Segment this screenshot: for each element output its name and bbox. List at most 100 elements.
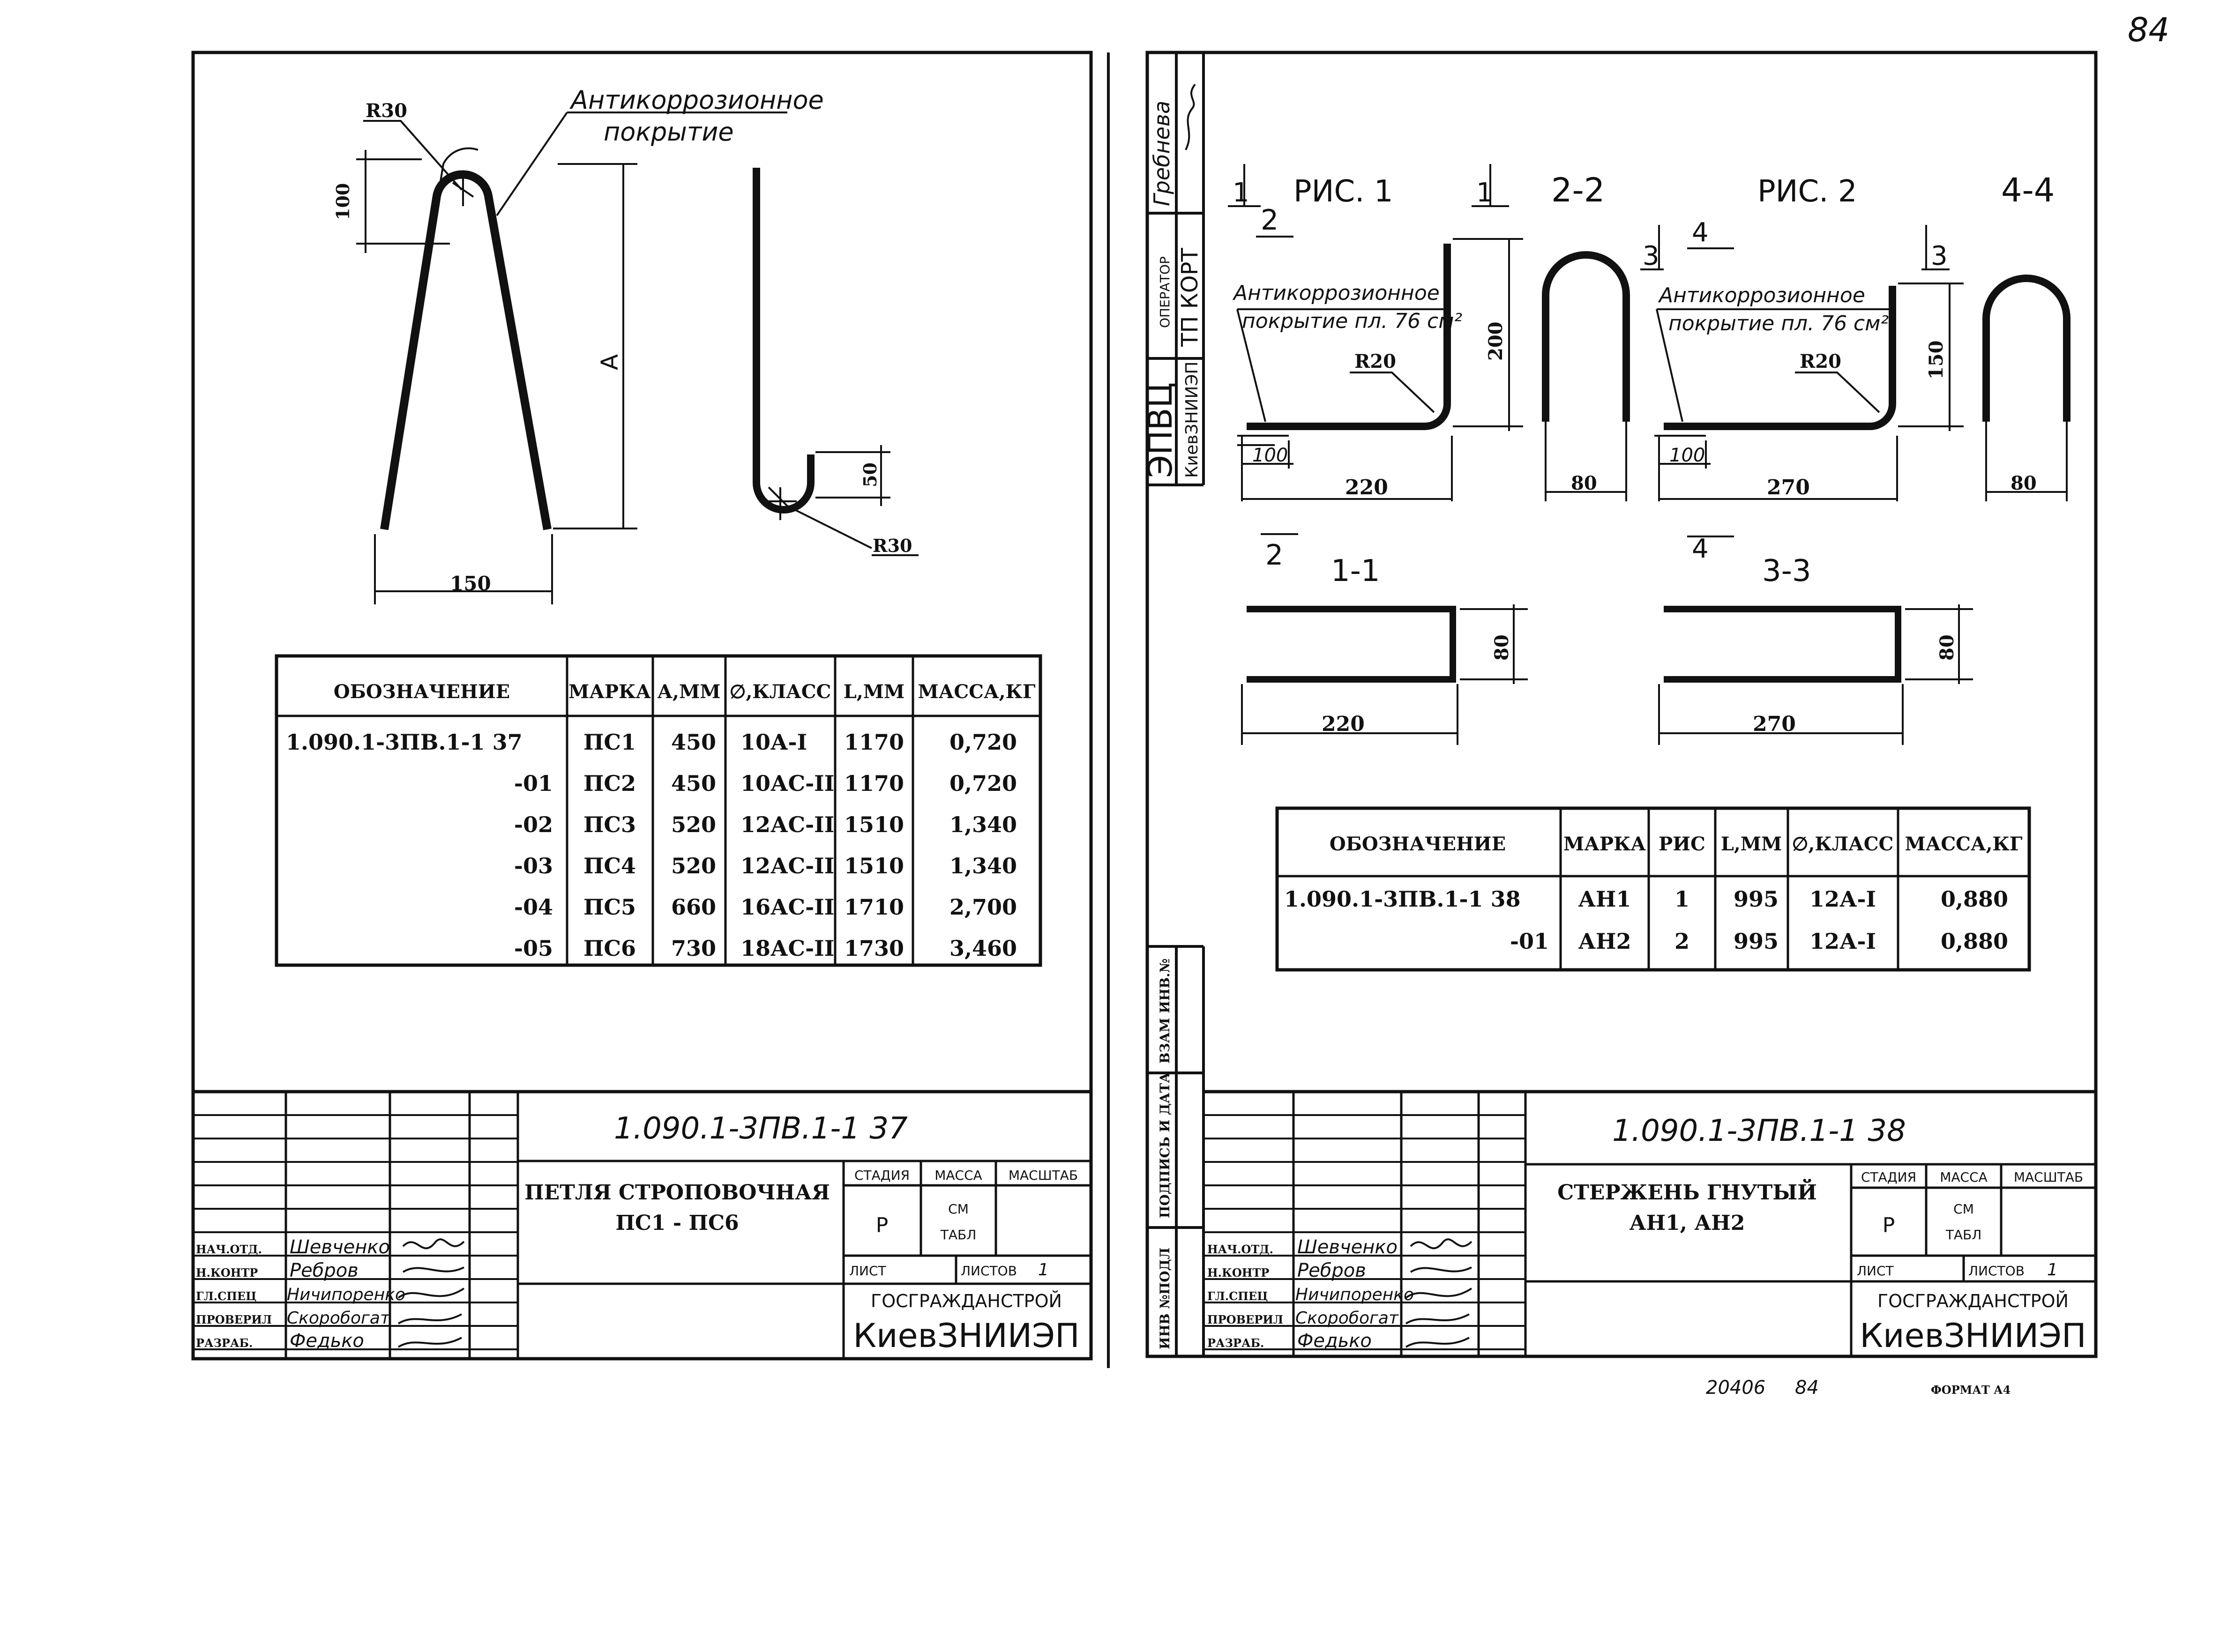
tb-sheet-header: ЛИСТ [849, 1263, 887, 1279]
cell-designation: -01 [1510, 929, 1549, 954]
sec-33-dim-80-lines [1905, 604, 1973, 684]
table-row: -05 ПС6 730 18АС-II 1730 3,460 [514, 936, 1017, 961]
section-3-3: 3-3 80 270 [1658, 554, 1973, 745]
cell-mark: ПС3 [583, 812, 636, 837]
cell-designation: -01 [514, 771, 553, 796]
tb-org-1: ГОСГРАЖДАНСТРОЙ [1877, 1291, 2069, 1311]
sec-3-top: 3 [1643, 241, 1659, 271]
sec-4-top: 4 [1692, 217, 1709, 248]
fig1-drawing: 1 РИС. 1 2 Антикоррозионное покрытие пл.… [1228, 164, 1523, 572]
page-number: 84 [2128, 11, 2169, 49]
hook-mark [768, 486, 872, 549]
cell-mass: 1,340 [949, 853, 1017, 878]
sec-22-label: 2-2 [1551, 171, 1605, 209]
tb-sheets-header: ЛИСТОВ [961, 1263, 1017, 1279]
tb-name: Федько [290, 1330, 364, 1352]
sec-3-arrow [1640, 225, 1664, 270]
table-grid [277, 656, 1040, 965]
cell-mass: 0,880 [1941, 886, 2008, 912]
right-sheet: Гребнева ОПЕРАТОР ТП КОРТ ЭПВЦ КиевЗНИИЭ… [1141, 51, 2098, 1399]
side-org: КиевЗНИИЭП [1182, 361, 1202, 478]
sec-11-dim-80-lines [1460, 604, 1528, 684]
tb-org-2: КиевЗНИИЭП [853, 1317, 1079, 1355]
right-title-block: 1.090.1-3ПВ.1-1 38 СТЕРЖЕНЬ ГНУТЫЙ АН1, … [1203, 1090, 2096, 1356]
tb-role: ПРОВЕРИЛ [196, 1313, 272, 1326]
cell-class: 12А-I [1809, 929, 1876, 954]
tb-scale-header: МАСШТАБ [1009, 1168, 1078, 1183]
side-tp: ТП КОРТ [1177, 248, 1203, 347]
fig1-r20: R20 [1354, 350, 1396, 372]
tb-role: НАЧ.ОТД. [196, 1243, 262, 1256]
sec-2-bottom: 2 [1265, 539, 1283, 572]
tb-code: 1.090.1-3ПВ.1-1 38 [1612, 1114, 1906, 1148]
tb-sheets: 1 [2047, 1260, 2058, 1280]
sec-4-bottom: 4 [1692, 534, 1709, 564]
coating-label-1: Антикоррозионное [569, 85, 824, 115]
th-mark: МАРКА [568, 681, 651, 703]
cell-length: 1170 [844, 771, 904, 796]
sec-1-arrow-2 [1472, 164, 1509, 207]
format-label: ФОРМАТ А4 [1931, 1383, 2011, 1397]
cell-class: 10А-I [740, 729, 807, 755]
fig2-r20-leader [1795, 372, 1880, 413]
sec-44-bar [1982, 275, 2071, 422]
table-border [275, 654, 1042, 967]
fig2-dim-150-lines [1898, 283, 1964, 431]
cell-mass: 3,460 [949, 936, 1017, 961]
sec-1-arrow [1228, 164, 1261, 207]
fig2-coating-2: покрытие пл. 76 см² [1668, 312, 1889, 335]
fig1-bar [1247, 244, 1451, 430]
r30-leader [363, 120, 463, 191]
tb-mass-1: СМ [1953, 1201, 1974, 1217]
cell-length: 1730 [844, 936, 904, 961]
tb-role: ГЛ.СПЕЦ [1207, 1289, 1268, 1303]
fig1-r20-leader [1350, 372, 1435, 413]
cell-mass: 0,720 [949, 729, 1017, 755]
tb-mass-header: МАССА [1940, 1169, 1988, 1185]
fig1-dim-200: 200 [1485, 322, 1507, 361]
tb-role: РАЗРАБ. [196, 1336, 253, 1350]
cell-length: 1510 [844, 812, 904, 837]
cell-designation: -04 [514, 894, 553, 920]
section-2-2: 1 2-2 80 [1472, 164, 1630, 501]
fig1-coating-2: покрытие пл. 76 см² [1242, 309, 1462, 333]
tb-stage-header: СТАДИЯ [854, 1168, 910, 1183]
cell-class: 12АС-II [740, 853, 834, 878]
cell-mass: 0,880 [1941, 929, 2008, 954]
loop-bar [380, 170, 552, 530]
table-row: 1.090.1-3ПВ.1-1 38 АН1 1 995 12А-I 0,880 [1284, 886, 2008, 912]
cell-mark: ПС5 [583, 894, 636, 920]
sec-11-dims [1241, 684, 1458, 745]
sec-11-bar [1247, 606, 1456, 683]
side-inv-zam: ВЗАМ ИНВ.№ [1157, 959, 1173, 1064]
sec-33-dim-270: 270 [1753, 712, 1796, 736]
sec-3-arrow-2 [1921, 225, 1950, 270]
sec-11-dim-80: 80 [1491, 634, 1513, 661]
left-sheet: R30 Антикоррозионное покрытие 100 A 150 … [191, 51, 1093, 1361]
cell-designation: -03 [514, 853, 553, 878]
cell-a: 520 [671, 853, 716, 878]
cell-length: 995 [1734, 886, 1779, 912]
tb-name: Шевченко [290, 1236, 390, 1258]
tb-name: Федько [1297, 1330, 1372, 1352]
fig2-dim-150: 150 [1925, 341, 1947, 380]
tb-name: Скоробогат [1295, 1309, 1399, 1328]
tb-name: Шевченко [1297, 1236, 1398, 1258]
tb-grid [1292, 1092, 2096, 1356]
cell-mass: 0,720 [949, 771, 1017, 796]
table-border [1275, 806, 2031, 972]
hook-bar [753, 168, 815, 513]
th-designation: ОБОЗНАЧЕНИЕ [1330, 833, 1506, 855]
side-epvc: ЭПВЦ [1141, 382, 1180, 478]
fig1-dims [1241, 436, 1453, 501]
cell-class: 18АС-II [740, 936, 834, 961]
table-row: -01 ПС2 450 10АС-II 1170 0,720 [514, 771, 1017, 796]
tb-role: НАЧ.ОТД. [1207, 1243, 1273, 1256]
dim-a: A [596, 354, 623, 370]
sec-44-label: 4-4 [2001, 171, 2055, 209]
sec-11-dim-220: 220 [1322, 712, 1365, 736]
fig2-dims [1658, 436, 1898, 501]
th-mark: МАРКА [1563, 833, 1646, 855]
